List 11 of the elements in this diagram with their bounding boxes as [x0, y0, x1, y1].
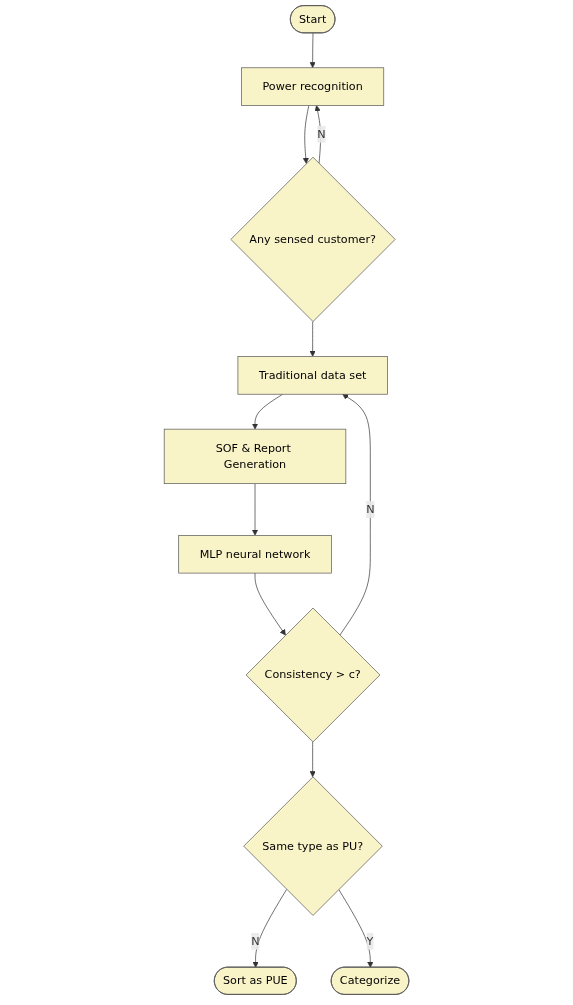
node-diamond: Any sensed customer? [230, 156, 396, 322]
edge-label: Y [366, 934, 374, 948]
node-diamond: Same type as PU? [243, 776, 383, 916]
node-box: MLP neural network [178, 535, 332, 574]
node-box: Traditional data set [237, 356, 388, 395]
node-box: Power recognition [241, 67, 385, 106]
edge-label: N [251, 934, 260, 948]
node-box: SOF & Report Generation [163, 428, 347, 484]
edge-label: N [317, 127, 326, 141]
node-diamond: Consistency > c? [245, 607, 381, 743]
edge-label: N [366, 502, 375, 516]
